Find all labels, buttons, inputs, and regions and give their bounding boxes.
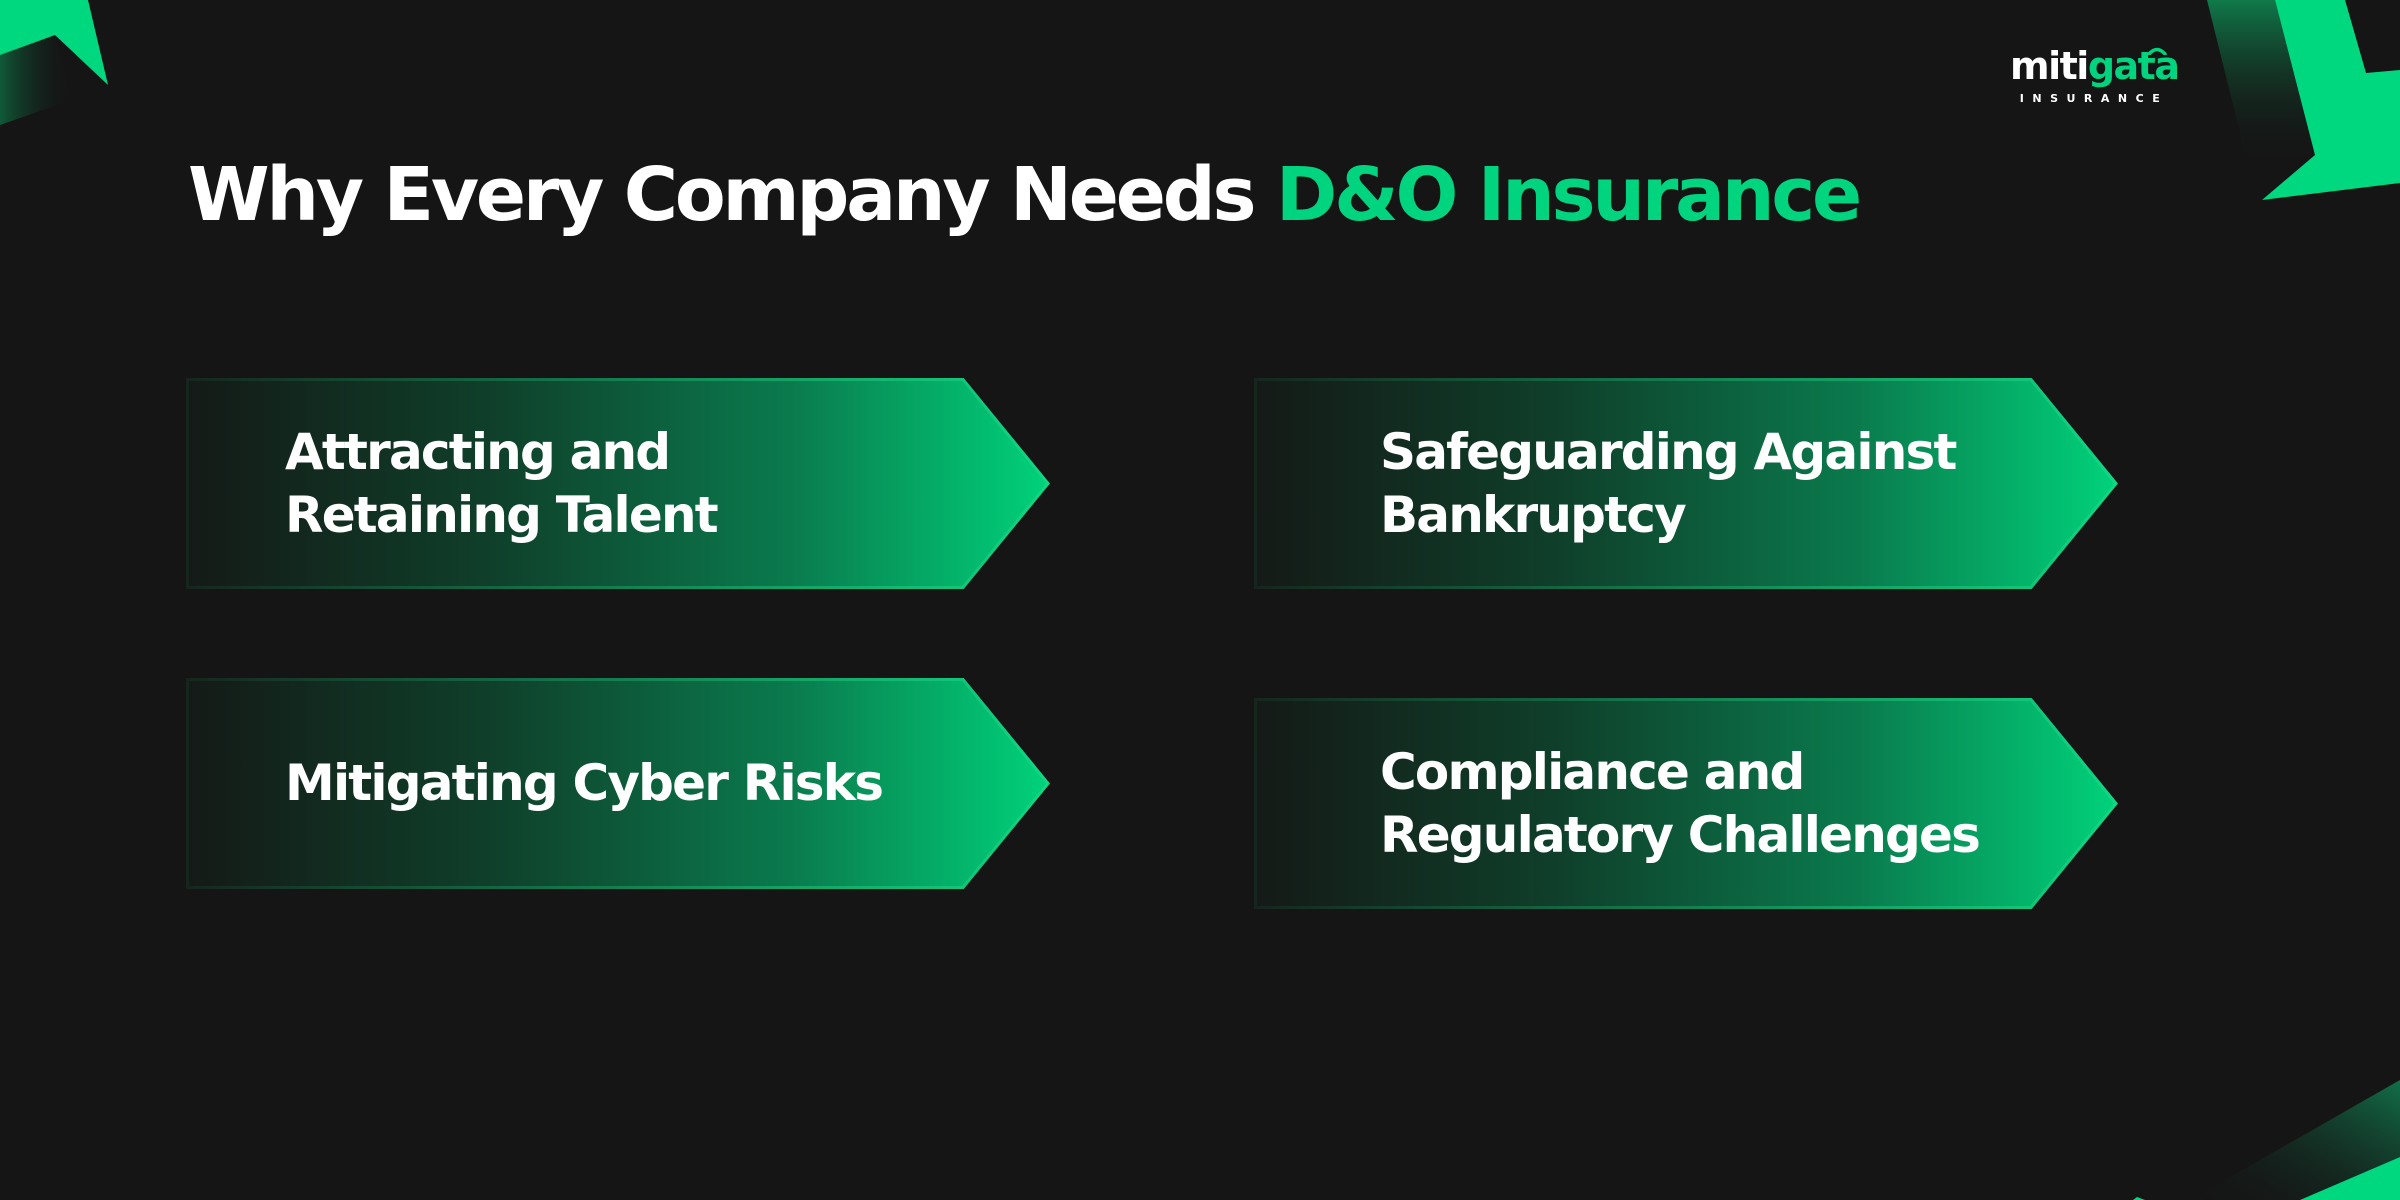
logo-tagline: INSURANCE — [2019, 92, 2169, 105]
benefit-card-talent: Attracting and Retaining Talent — [186, 378, 1050, 589]
top-left-arrow-decoration — [0, 0, 108, 125]
benefit-card-bankruptcy: Safeguarding Against Bankruptcy — [1254, 378, 2118, 589]
arrow-shape — [1254, 378, 2118, 589]
arrow-shape — [186, 678, 1050, 889]
logo-wordmark: mitigata — [2010, 44, 2180, 88]
card-label: Safeguarding Against Bankruptcy — [1380, 422, 1957, 544]
mitigata-logo[interactable]: mitigata INSURANCE — [2010, 44, 2180, 105]
card-label: Attracting and Retaining Talent — [285, 422, 719, 544]
card-label: Compliance and Regulatory Challenges — [1380, 742, 1981, 864]
title-highlight: D&O Insurance — [1275, 152, 1862, 238]
benefit-card-compliance: Compliance and Regulatory Challenges — [1254, 698, 2118, 909]
signal-arc-icon — [2147, 47, 2167, 55]
arrow-shape — [1254, 698, 2118, 909]
page-title: Why Every Company Needs D&O Insurance — [188, 150, 1862, 240]
benefit-card-cyber: Mitigating Cyber Risks — [186, 678, 1050, 889]
title-prefix: Why Every Company Needs — [188, 152, 1276, 238]
top-right-arrow-decoration — [2207, 0, 2400, 200]
bottom-right-arrow-decoration — [2133, 1080, 2400, 1200]
arrow-shape — [186, 378, 1050, 589]
logo-primary-text: miti — [2010, 44, 2089, 88]
card-label: Mitigating Cyber Risks — [285, 754, 884, 812]
